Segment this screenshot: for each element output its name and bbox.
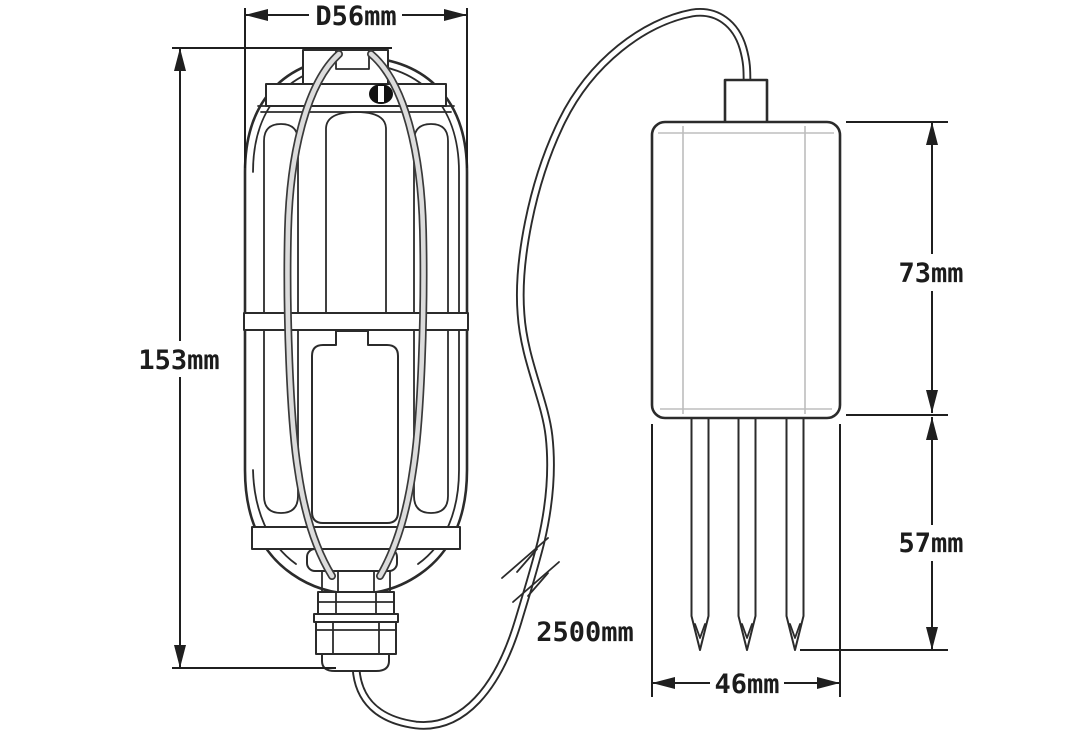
probe-pins xyxy=(690,418,805,651)
dimension-probe-pin-length: 57mm xyxy=(800,417,969,651)
probe-body xyxy=(650,120,842,420)
work-light-cage xyxy=(243,49,469,672)
dimension-lamp-height: 153mm xyxy=(133,47,392,669)
cage-bottom-band xyxy=(251,526,461,550)
soil-probe xyxy=(650,78,842,651)
cage-center-window xyxy=(311,330,399,524)
dimension-cable-length: 2500mm xyxy=(536,617,634,648)
probe-cable-connector xyxy=(723,78,769,126)
dimension-probe-width: 46mm xyxy=(651,424,841,700)
probe-body-shading xyxy=(658,126,834,414)
cable-gland xyxy=(313,591,399,672)
dimension-label-lamp-height: 153mm xyxy=(138,345,219,376)
lamp-neck xyxy=(321,570,391,593)
cage-top-collar xyxy=(265,83,447,107)
dimension-label-probe-body: 73mm xyxy=(898,258,963,289)
dimension-label-probe-width: 46mm xyxy=(714,669,779,700)
power-cable xyxy=(351,8,752,730)
dimension-label-probe-pins: 57mm xyxy=(898,528,963,559)
collar-clip xyxy=(369,84,393,104)
dimension-label-diameter: D56mm xyxy=(315,1,396,32)
dimension-label-cable-length: 2500mm xyxy=(536,617,634,648)
cable-break-symbol xyxy=(501,537,560,603)
dimension-probe-body-height: 73mm xyxy=(846,121,969,416)
dimension-diameter: D56mm xyxy=(244,1,468,168)
cage-front-wires xyxy=(283,50,428,580)
cage-middle-band xyxy=(243,312,469,331)
